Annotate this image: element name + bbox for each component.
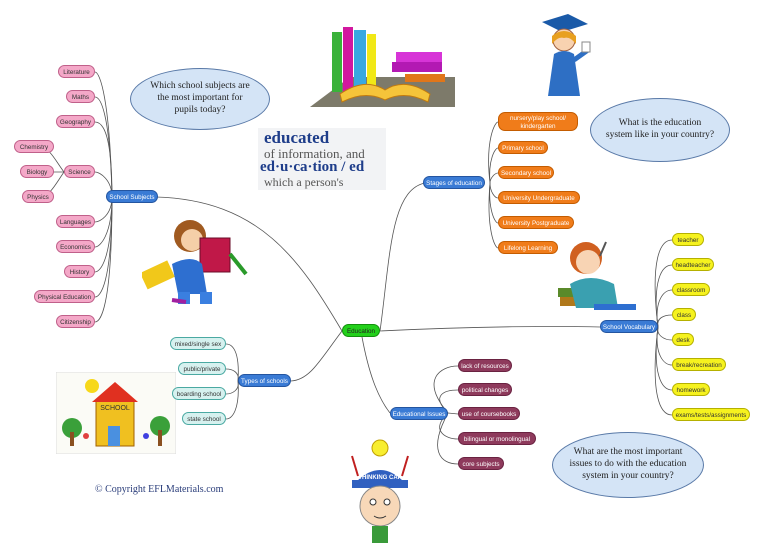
hub-stages-of-education[interactable]: Stages of education	[423, 176, 485, 189]
subject-citizenship[interactable]: Citizenship	[56, 315, 95, 328]
question-bubble-system: What is the education system like in you…	[590, 98, 730, 162]
copyright-text: © Copyright EFLMaterials.com	[95, 484, 224, 495]
type-boarding-school[interactable]: boarding school	[172, 387, 226, 400]
graduate-illustration	[542, 14, 591, 96]
question-issues-text: What are the most important issues to do…	[569, 447, 687, 481]
vocab-exams-tests-assignments[interactable]: exams/tests/assignments	[672, 408, 750, 421]
subject-physics[interactable]: Physics	[22, 190, 54, 203]
student-books-illustration	[142, 220, 248, 304]
stage-university-undergraduate[interactable]: University Undergraduate	[498, 191, 580, 204]
thinking-student-illustration	[558, 241, 636, 310]
issue-bilingual-or-monolingual[interactable]: bilingual or monolingual	[458, 432, 536, 445]
subject-geography[interactable]: Geography	[56, 115, 95, 128]
issue-core-subjects[interactable]: core subjects	[458, 457, 504, 470]
hub-school-vocabulary[interactable]: School Vocabulary	[600, 320, 658, 333]
subject-languages[interactable]: Languages	[56, 215, 95, 228]
school-sign-text: SCHOOL	[100, 405, 130, 412]
hub-types-of-schools[interactable]: Types of schools	[238, 374, 291, 387]
type-state-school[interactable]: state school	[182, 412, 226, 425]
question-bubble-subjects: Which school subjects are the most impor…	[130, 68, 270, 130]
center-node-education[interactable]: Education	[342, 324, 380, 337]
vocab-classroom[interactable]: classroom	[672, 283, 710, 296]
issue-lack-of-resources[interactable]: lack of resources	[458, 359, 512, 372]
dictionary-word-3: ed·u·ca·tion / ed	[260, 159, 365, 175]
stage-university-postgraduate[interactable]: University Postgraduate	[498, 216, 574, 229]
school-drawing-illustration: SCHOOL	[56, 372, 176, 454]
dictionary-word-4: which a person's	[264, 175, 344, 189]
question-bubble-issues: What are the most important issues to do…	[552, 432, 704, 498]
question-system-text: What is the education system like in you…	[605, 118, 715, 140]
subject-history[interactable]: History	[64, 265, 95, 278]
subject-maths[interactable]: Maths	[66, 90, 95, 103]
type-public-private[interactable]: public/private	[178, 362, 226, 375]
dictionary-word-2: of information, and	[264, 146, 365, 161]
vocab-teacher[interactable]: teacher	[672, 233, 704, 246]
thinking-cap-illustration: THINKING CAP	[351, 439, 409, 543]
vocab-desk[interactable]: desk	[672, 333, 694, 346]
subject-economics[interactable]: Economics	[56, 240, 95, 253]
hub-educational-issues[interactable]: Educational Issues	[390, 407, 448, 420]
subject-chemistry[interactable]: Chemistry	[14, 140, 54, 153]
thinking-cap-text: THINKING CAP	[358, 475, 401, 481]
hub-school-subjects[interactable]: School Subjects	[106, 190, 158, 203]
subject-physical-education[interactable]: Physical Education	[34, 290, 95, 303]
vocab-headteacher[interactable]: headteacher	[672, 258, 714, 271]
stage-lifelong-learning[interactable]: Lifelong Learning	[498, 241, 558, 254]
issue-use-of-coursebooks[interactable]: use of coursebooks	[458, 407, 520, 420]
stage-primary-school[interactable]: Primary school	[498, 141, 548, 154]
type-mixed-single-sex[interactable]: mixed/single sex	[170, 337, 226, 350]
question-subjects-text: Which school subjects are the most impor…	[150, 81, 250, 115]
subject-science[interactable]: Science	[64, 165, 95, 178]
dictionary-image: educated of information, and ed·u·ca·tio…	[258, 128, 386, 190]
dictionary-word-1: educated	[264, 128, 330, 147]
vocab-homework[interactable]: homework	[672, 383, 710, 396]
subject-biology[interactable]: Biology	[20, 165, 54, 178]
stage-nursery[interactable]: nursery/play school/ kindergarten	[498, 112, 578, 131]
subject-literature[interactable]: Literature	[58, 65, 95, 78]
vocab-class[interactable]: class	[672, 308, 696, 321]
stage-secondary-school[interactable]: Secondary school	[498, 166, 554, 179]
vocab-break-recreation[interactable]: break/recreation	[672, 358, 726, 371]
books-illustration	[310, 27, 455, 107]
issue-political-changes[interactable]: political changes	[458, 383, 512, 396]
